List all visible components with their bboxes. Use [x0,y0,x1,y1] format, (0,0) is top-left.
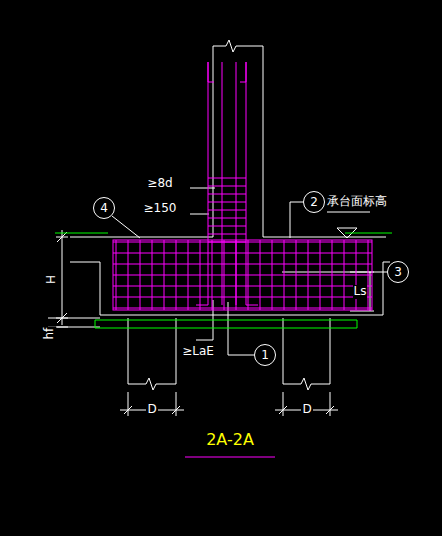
cushion-and-step-lines [55,233,392,328]
dimension-label: D [146,403,157,416]
dimension-label: 承台面标高 [326,195,388,208]
section-title: 2A-2A [204,431,256,449]
dimension-label: ≥150 [143,202,178,215]
callout-number: 3 [394,266,402,278]
title-underline [185,457,275,458]
callout-circle: 2 [303,191,325,213]
callout-number: 4 [100,202,108,214]
dimension-label: H [45,274,58,285]
dimension-label: D [301,403,312,416]
callout-circle: 1 [254,344,276,366]
callout-number: 2 [310,196,318,208]
dimension-label: Ls [353,285,368,298]
reinforcement [113,62,372,310]
callout-number: 1 [261,349,269,361]
callout-circle: 4 [93,197,115,219]
dimension-label: ≥8d [146,177,173,190]
concrete-outline [48,40,390,416]
dimension-label: hf [43,327,56,341]
dimension-label: ≥LaE [181,345,215,358]
callout-circle: 3 [387,261,409,283]
